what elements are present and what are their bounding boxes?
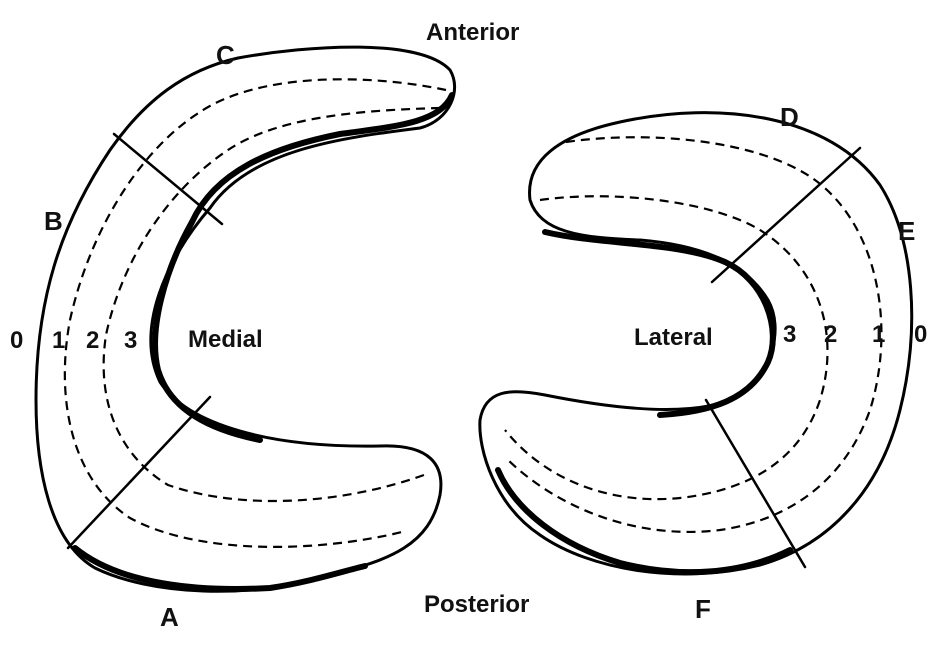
posterior-label: Posterior [424,591,529,618]
medial-section-label-b: B [44,206,63,236]
lateral-zone-label-1: 1 [872,321,885,348]
lateral-posterior-rim [495,467,793,576]
medial-meniscus: C B A 0 1 2 3 Medial [10,40,456,632]
lateral-zone-label-0: 0 [914,321,927,348]
medial-section-label-c: C [216,40,235,70]
lateral-inner-rim [542,229,776,418]
medial-title: Medial [188,326,263,353]
medial-zone-line-1 [63,78,447,548]
lateral-zone-line-1 [507,136,883,534]
lateral-section-label-e: E [898,216,915,246]
medial-zone-label-3: 3 [124,327,137,354]
lateral-meniscus: D E F 3 2 1 0 Lateral [478,102,927,624]
medial-meniscus-outline [34,45,456,593]
medial-zone-line-2 [102,106,441,503]
medial-section-line-a [66,395,212,550]
medial-inner-rim [152,92,455,443]
lateral-section-label-f: F [695,594,711,624]
lateral-zone-line-2 [504,195,829,501]
medial-zone-label-0: 0 [10,327,23,354]
medial-posterior-rim [72,545,368,592]
lateral-section-line-d [710,146,862,284]
medial-section-label-a: A [160,602,179,632]
medial-zone-label-1: 1 [52,327,65,354]
lateral-zone-label-3: 3 [783,321,796,348]
lateral-title: Lateral [634,324,713,351]
lateral-meniscus-outline [478,111,914,576]
medial-zone-label-2: 2 [86,327,99,354]
anterior-label: Anterior [426,19,519,46]
lateral-section-label-d: D [780,102,799,132]
lateral-zone-label-2: 2 [824,321,837,348]
lateral-section-line-f [704,398,807,569]
medial-section-line-b [112,132,224,226]
